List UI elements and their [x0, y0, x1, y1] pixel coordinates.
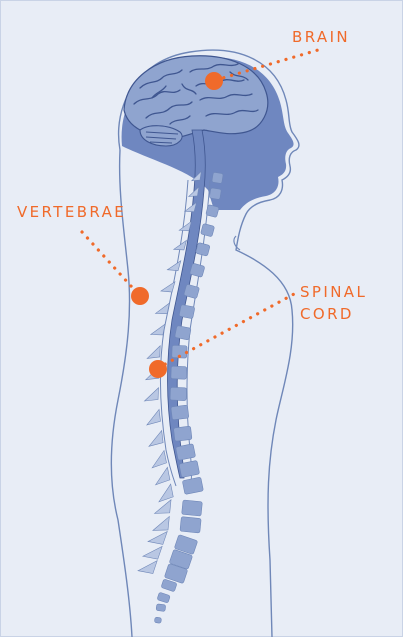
vertebral-body [156, 604, 166, 612]
spinal-cord-marker-dot [149, 360, 167, 378]
vertebrae-label-text: VERTEBRAE [17, 203, 126, 221]
vertebral-body [209, 188, 221, 200]
vertebra [156, 604, 166, 612]
vertebral-body [154, 617, 161, 623]
spinal-cord-label-line2: CORD [300, 303, 367, 325]
vertebra [154, 617, 161, 623]
brain-label: BRAIN [292, 26, 350, 48]
vertebral-body [180, 517, 201, 533]
vertebrae-marker-dot [131, 287, 149, 305]
brain-label-text: BRAIN [292, 28, 350, 46]
vertebral-body [170, 387, 187, 400]
vertebral-body [182, 500, 203, 516]
vertebral-body [212, 172, 223, 183]
spinal-cord-label: SPINAL CORD [300, 281, 367, 325]
spinal-cord-label-line1: SPINAL [300, 281, 367, 303]
brain-marker-dot [205, 72, 223, 90]
vertebral-body [171, 405, 189, 420]
vertebral-body [171, 366, 187, 379]
vertebral-body [173, 426, 192, 441]
vertebral-body [175, 325, 191, 340]
vertebral-body [179, 304, 195, 318]
vertebrae-label: VERTEBRAE [17, 201, 126, 223]
